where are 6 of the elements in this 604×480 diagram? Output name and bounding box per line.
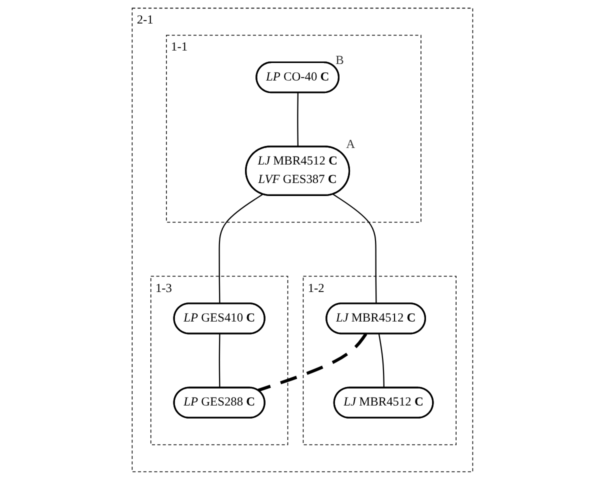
connector (332, 194, 376, 304)
connector (218, 334, 220, 388)
connector (296, 92, 298, 147)
connector (378, 334, 384, 388)
connector (218, 194, 263, 304)
connector (257, 333, 367, 392)
